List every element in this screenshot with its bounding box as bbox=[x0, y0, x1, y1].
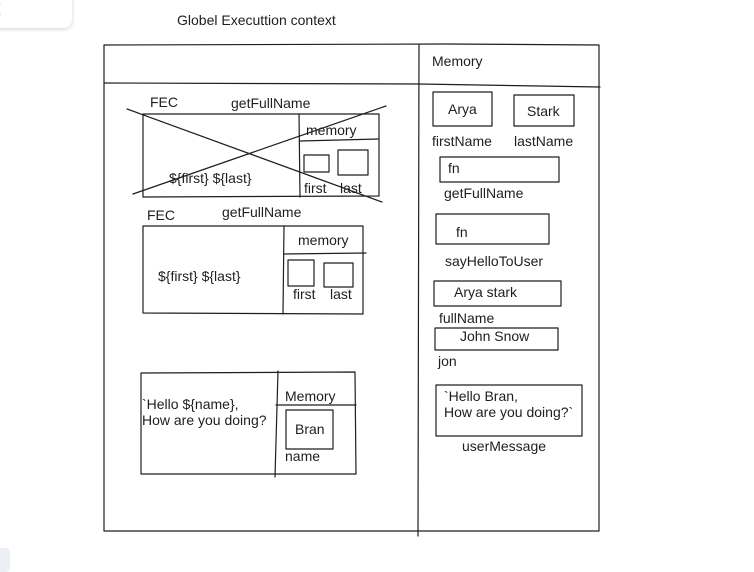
fec1-param-last: last bbox=[340, 180, 362, 196]
mem-usermessage-name: userMessage bbox=[462, 438, 547, 454]
fec2-last-box bbox=[323, 262, 354, 288]
fec1-label: FEC bbox=[150, 94, 178, 110]
fec2-memory-label: memory bbox=[298, 232, 349, 248]
fec1-last-box bbox=[337, 149, 369, 176]
fec3-bran-value: Bran bbox=[295, 421, 325, 437]
mem-usermessage-value: `Hello Bran, How are you doing?` bbox=[444, 388, 574, 420]
fec3-template-text: `Hello ${name}, How are you doing? bbox=[142, 396, 267, 428]
mem-lastname-box bbox=[513, 94, 575, 127]
mem-getfullname-value: fn bbox=[448, 160, 460, 176]
theme-toggle-button[interactable]: ☾ bbox=[0, 0, 72, 28]
fec2-param-first: first bbox=[293, 286, 316, 302]
fec3-bran-box bbox=[285, 409, 334, 450]
mem-fullname-box bbox=[433, 280, 562, 307]
fec2-function-name: getFullName bbox=[222, 204, 302, 220]
mem-usermessage-box bbox=[435, 384, 583, 437]
fec3-memory-divider bbox=[274, 370, 279, 478]
mem-getfullname-box bbox=[439, 156, 560, 183]
fec1-template-text: ${first} ${last} bbox=[169, 170, 252, 186]
mem-firstname-value: Arya bbox=[448, 101, 477, 117]
fec2-template-text: ${first} ${last} bbox=[158, 268, 241, 284]
fec3-box bbox=[140, 371, 357, 475]
mem-fullname-value: Arya stark bbox=[454, 284, 518, 300]
memory-header-divider bbox=[418, 83, 601, 88]
fec2-label: FEC bbox=[147, 207, 175, 223]
mem-getfullname-name: getFullName bbox=[444, 185, 524, 201]
mem-sayhello-box bbox=[435, 213, 550, 245]
mem-fullname-name: fullName bbox=[439, 310, 495, 326]
mem-sayhello-value: fn bbox=[456, 224, 468, 240]
fec1-memory-divider bbox=[298, 113, 301, 198]
fec1-first-box bbox=[303, 154, 330, 173]
corner-widget[interactable] bbox=[0, 548, 10, 572]
global-context-title: Globel Executtion context bbox=[177, 12, 336, 28]
global-context-box bbox=[103, 43, 600, 532]
mem-firstname-name: firstName bbox=[432, 133, 492, 149]
fec3-var-name: name bbox=[285, 448, 321, 464]
memory-header: Memory bbox=[432, 53, 483, 69]
mem-lastname-value: Stark bbox=[527, 103, 560, 119]
fec2-memory-header-line bbox=[283, 252, 367, 255]
fec2-param-last: last bbox=[330, 286, 352, 302]
fec1-memory-label: memory bbox=[306, 122, 357, 138]
global-header-divider bbox=[103, 82, 420, 85]
fec2-memory-divider bbox=[282, 225, 285, 315]
mem-firstname-box bbox=[432, 91, 493, 127]
fec2-first-box bbox=[287, 259, 315, 287]
fec2-box bbox=[142, 225, 364, 315]
mem-sayhello-name: sayHelloToUser bbox=[445, 253, 544, 269]
moon-icon: ☾ bbox=[0, 0, 6, 20]
fec1-cross-line-b bbox=[132, 105, 387, 195]
fec1-cross-line-a bbox=[126, 108, 383, 203]
fec1-param-first: first bbox=[304, 180, 327, 196]
fec3-memory-label: Memory bbox=[285, 388, 336, 404]
mem-jon-box bbox=[434, 327, 559, 351]
fec1-function-name: getFullName bbox=[231, 95, 311, 111]
global-memory-divider bbox=[417, 44, 420, 537]
fec1-memory-header-line bbox=[299, 138, 380, 142]
fec1-box bbox=[142, 113, 380, 198]
mem-jon-name: jon bbox=[438, 353, 457, 369]
mem-lastname-name: lastName bbox=[514, 133, 574, 149]
mem-jon-value: John Snow bbox=[460, 328, 530, 344]
